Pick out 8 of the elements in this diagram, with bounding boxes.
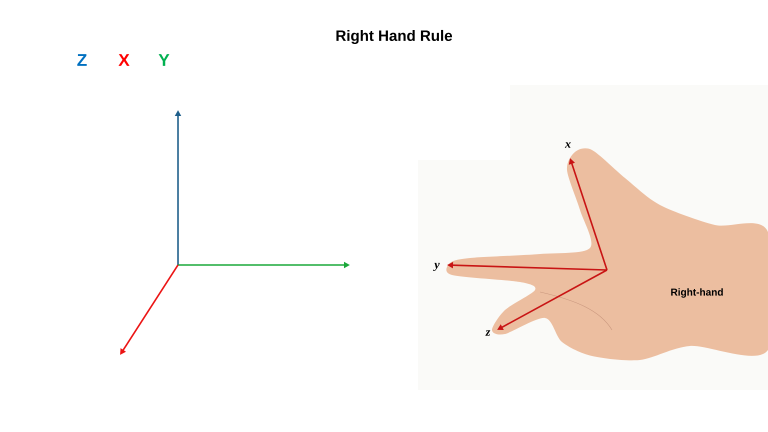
axis-letter: X (118, 54, 130, 66)
axis-letter: Z (77, 54, 87, 66)
axis-label: y (433, 262, 440, 272)
axis-label: z (485, 330, 490, 336)
axis-letter: Y (158, 54, 170, 66)
title: Right Hand Rule (336, 30, 452, 44)
axis-label: x (564, 142, 571, 148)
hand-label: Right-hand (671, 288, 723, 298)
